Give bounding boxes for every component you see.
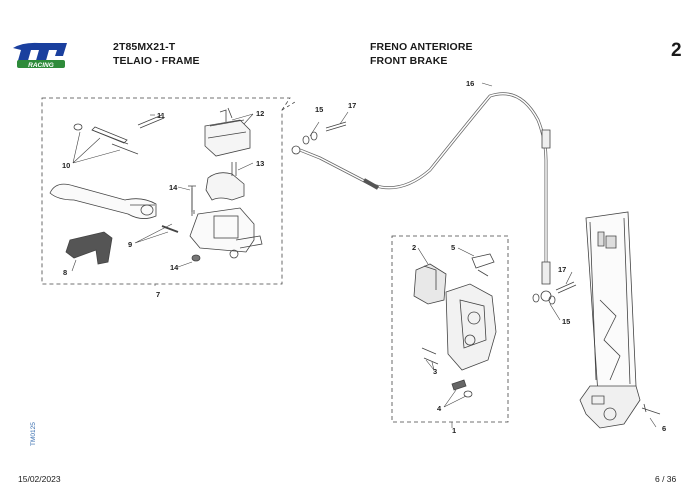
callout-2: 2 [412,243,416,252]
brand-logo: RACING [9,40,69,72]
callout-14-top: 14 [169,183,178,192]
callout-17-bottom: 17 [558,265,566,274]
callout-16: 16 [466,79,474,88]
group-number: 2 [671,40,682,61]
footer-date: 15/02/2023 [18,474,61,484]
callout-17-top: 17 [348,101,356,110]
washer-15-top [302,135,310,145]
callout-5: 5 [451,243,455,252]
callout-14-bottom: 14 [170,263,179,272]
side-code: TM0125 [30,422,37,446]
pins-3-drawing [421,347,439,365]
screw-14-drawing [188,185,196,212]
fork-leg-drawing [579,211,641,429]
callout-11: 11 [157,111,165,120]
callout-10: 10 [62,161,70,170]
brand-sub-text: RACING [28,62,54,69]
caliper-drawing [445,283,497,371]
lever-guard-drawing [65,231,113,265]
callout-labels: 1 2 3 4 5 6 7 8 9 10 11 12 13 14 14 15 1… [62,79,666,435]
washer-14-drawing [191,254,201,262]
model-code: 2T85MX21-T [113,41,176,53]
callout-12: 12 [256,109,264,118]
screws-10-drawing [73,123,139,155]
callout-6: 6 [662,424,666,433]
bolt-6-drawing [641,403,661,415]
callout-7: 7 [156,290,160,299]
brake-lever-drawing [49,183,157,219]
banjo-bolt-top-drawing [325,121,347,132]
brake-pads-drawing [413,263,447,305]
callout-9: 9 [128,240,132,249]
footer-page-counter: 6 / 36 [655,474,677,484]
section-title: TELAIO - FRAME [113,55,200,67]
banjo-bolt-bottom-drawing [555,281,577,294]
callout-1: 1 [452,426,456,435]
washer-15-bottom [532,293,540,303]
group-7-outline [41,97,291,285]
bleed-screw-drawing [451,379,473,398]
callout-4: 4 [437,404,442,413]
callout-13: 13 [256,159,264,168]
pad-spring-drawing [471,253,495,269]
tm-racing-logo-icon: RACING [13,42,67,69]
callout-3: 3 [433,367,437,376]
page-title-it: FRENO ANTERIORE [370,41,473,53]
callout-15-bottom: 15 [562,317,570,326]
callout-8: 8 [63,268,67,277]
page-title-en: FRONT BRAKE [370,55,448,67]
screw-11-drawing [137,114,165,129]
reservoir-cover-drawing [204,107,251,157]
group-1-outline [391,235,509,423]
callout-15-top: 15 [315,105,323,114]
brake-hose-drawing [291,92,552,302]
clamp-13-drawing [205,162,245,201]
pin-9-drawing [161,225,179,233]
